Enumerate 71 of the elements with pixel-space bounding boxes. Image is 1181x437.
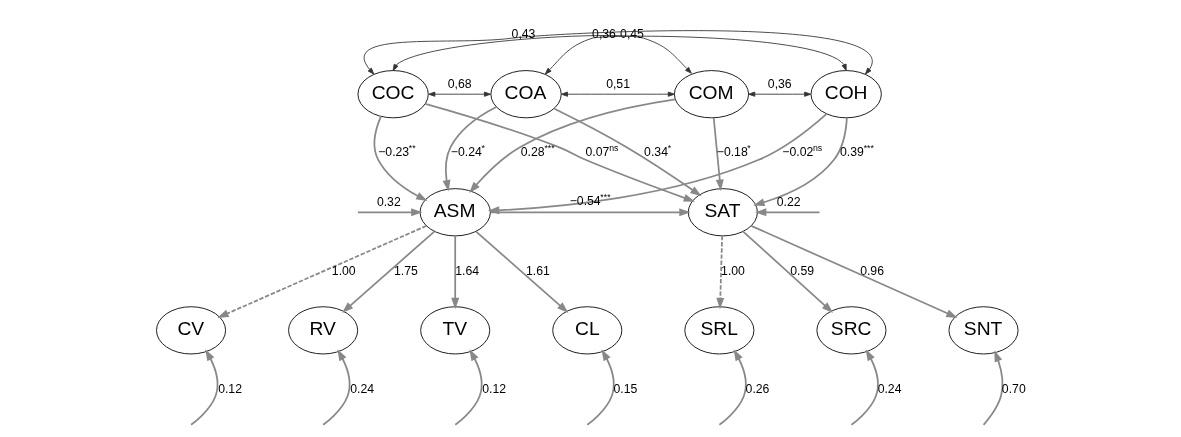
- arrow: [585, 349, 615, 426]
- edge-label: −0.23$^{**}$: [377, 142, 416, 159]
- arrow: [850, 349, 879, 426]
- edge-label: 0.24: [877, 381, 901, 396]
- edge-label: 1.61: [525, 263, 550, 278]
- node-ellipse: COM: [673, 70, 749, 119]
- edge-label: 0.07$^{ns}$: [585, 142, 618, 159]
- arrow: [712, 116, 724, 191]
- arrow: [741, 230, 833, 313]
- node-ellipse: SRC: [815, 306, 886, 355]
- arrow: [982, 350, 1003, 426]
- arrow: [553, 107, 702, 197]
- edge-label: 0.12: [481, 381, 506, 396]
- arrow: [747, 91, 811, 97]
- arrow: [321, 349, 350, 426]
- edge-label: 0,43: [511, 27, 535, 42]
- edge-label: 0.59: [789, 263, 814, 278]
- arrow: [392, 35, 692, 74]
- arrow: [356, 208, 423, 217]
- arrow: [715, 235, 724, 310]
- arrow: [216, 225, 427, 318]
- edge-label: 0.26: [745, 381, 769, 396]
- edge-label: 0.24: [349, 381, 374, 396]
- edge-label: −0.02$^{ns}$: [781, 142, 822, 159]
- arrow: [424, 102, 695, 202]
- edge-label: 0.39$^{***}$: [839, 142, 874, 159]
- arrow: [189, 349, 218, 426]
- edge-label: 1.00: [720, 263, 745, 278]
- arrow: [749, 224, 958, 318]
- node-ellipse: SNT: [948, 306, 1018, 355]
- node-ellipse: RV: [287, 306, 358, 355]
- node-ellipse: CL: [551, 306, 622, 355]
- edge-label: 0,68: [447, 77, 472, 92]
- edge-label: 0,36: [767, 77, 792, 92]
- arrow: [560, 91, 675, 97]
- arrow: [363, 30, 872, 75]
- arrow: [752, 116, 848, 207]
- node-ellipse: ASM: [419, 188, 491, 237]
- arrow: [341, 230, 435, 313]
- edge-label: −0.54$^{***}$: [569, 192, 611, 209]
- node-ellipse: COH: [810, 70, 882, 119]
- edge-label: 1.64: [454, 263, 479, 278]
- edge-label: 0.96: [859, 263, 884, 278]
- arrow: [453, 349, 483, 426]
- edge-label: 0,36: [591, 27, 616, 42]
- arrow: [427, 91, 491, 97]
- node-ellipse: COC: [357, 70, 429, 119]
- arrow: [754, 208, 820, 217]
- node-ellipse: COA: [489, 70, 562, 119]
- edge-label: 0.28$^{***}$: [520, 142, 555, 159]
- edge-label: −0.24$^{*}$: [450, 142, 485, 159]
- edge-label: 1.75: [393, 263, 418, 278]
- edge-label: 0.12: [217, 381, 242, 396]
- arrow: [450, 235, 459, 310]
- edge-label: 0.32: [376, 195, 401, 210]
- edge-label: 0.22: [776, 195, 801, 210]
- node-ellipse: TV: [419, 306, 490, 355]
- arrow: [373, 115, 428, 202]
- arrow: [442, 106, 497, 192]
- node-ellipse: CV: [155, 306, 226, 355]
- arrow: [474, 230, 568, 313]
- edge-label: 0,51: [605, 77, 630, 92]
- edge-label: 0.34$^{*}$: [643, 142, 671, 159]
- arrow: [718, 349, 747, 426]
- node-ellipse: SRL: [683, 306, 754, 355]
- arrow: [544, 35, 847, 75]
- edge-label: −0.18$^{*}$: [716, 142, 751, 159]
- edge-label: 0.70: [1001, 381, 1026, 396]
- edge-label: 1.00: [331, 263, 356, 278]
- edge-label: 0.15: [613, 381, 637, 396]
- arrow: [468, 98, 676, 194]
